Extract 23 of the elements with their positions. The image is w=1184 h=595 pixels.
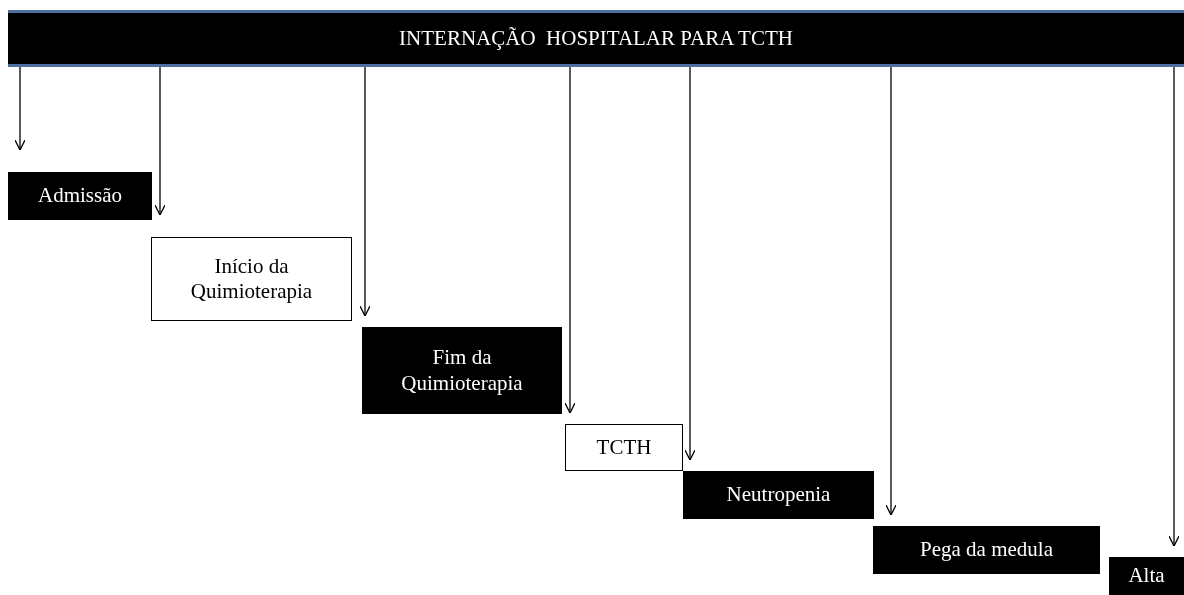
stage-label: Alta <box>1127 563 1166 589</box>
header-bar <box>8 10 1184 67</box>
stage-box <box>873 526 1100 574</box>
stage-label: Neutropenia <box>725 482 832 508</box>
stage-box <box>565 424 683 471</box>
stage-box <box>683 471 874 519</box>
stage-box <box>362 327 562 414</box>
stage-box <box>1109 557 1184 595</box>
arrow <box>885 66 897 516</box>
stage-label: Fim da Quimioterapia <box>400 345 524 396</box>
arrow <box>684 66 696 461</box>
arrow <box>564 66 576 414</box>
arrow <box>154 66 166 216</box>
stage-label: Pega da medula <box>919 537 1054 563</box>
stage-label: Início da Quimioterapia <box>189 253 314 305</box>
arrow <box>14 66 26 151</box>
arrow <box>359 66 371 317</box>
header-title: INTERNAÇÃO HOSPITALAR PARA TCTH <box>399 25 793 52</box>
stage-label: Admissão <box>37 183 123 209</box>
stage-label: TCTH <box>595 434 653 461</box>
stage-box <box>151 237 352 321</box>
arrow <box>1168 66 1180 547</box>
stage-box <box>8 172 152 220</box>
